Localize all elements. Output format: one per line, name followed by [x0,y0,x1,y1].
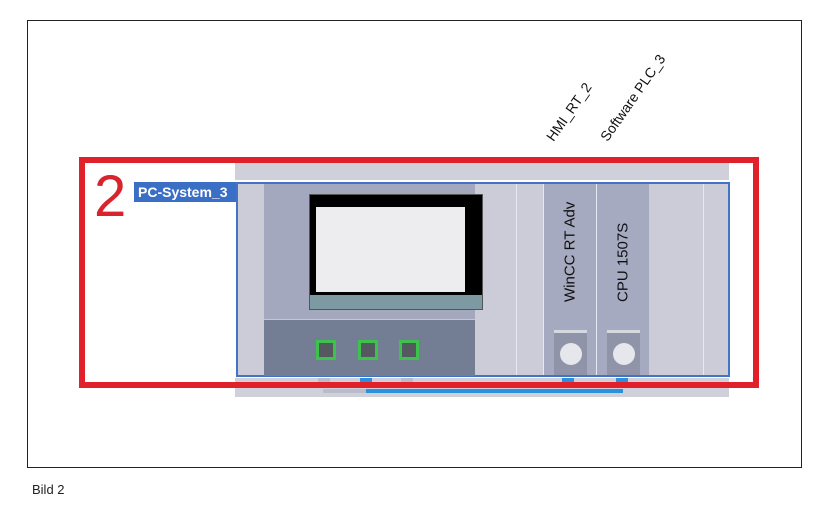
wincc-module[interactable]: WinCC RT Adv [544,184,597,375]
hmi-port-panel [264,319,475,376]
hmi-screen-bar [310,295,482,309]
figure-frame [27,20,802,468]
network-line-gray [323,389,366,393]
port-marker [562,378,574,382]
cpu-module[interactable]: CPU 1507S [597,184,649,375]
port-marker [360,378,372,382]
ethernet-port-icon[interactable] [399,340,419,360]
ethernet-port-icon[interactable] [358,340,378,360]
hmi-display [316,207,465,292]
highlight-box [79,157,759,388]
empty-slot[interactable] [650,184,704,375]
pc-system-rack[interactable]: WinCC RT Adv CPU 1507S [236,182,730,377]
system-name-label[interactable]: PC-System_3 [134,182,236,202]
empty-slot[interactable] [517,184,544,375]
step-number: 2 [94,164,127,229]
empty-slot[interactable] [475,184,517,375]
rack-top-band [235,163,729,180]
hmi-screen [309,194,483,310]
port-marker [318,378,330,382]
connector-icon [554,330,587,375]
connector-icon [607,330,640,375]
port-marker [616,378,628,382]
hmi-device[interactable] [264,184,483,319]
network-line[interactable] [366,389,623,393]
ethernet-port-icon[interactable] [316,340,336,360]
figure-caption: Bild 2 [32,482,65,497]
port-marker [401,378,413,382]
